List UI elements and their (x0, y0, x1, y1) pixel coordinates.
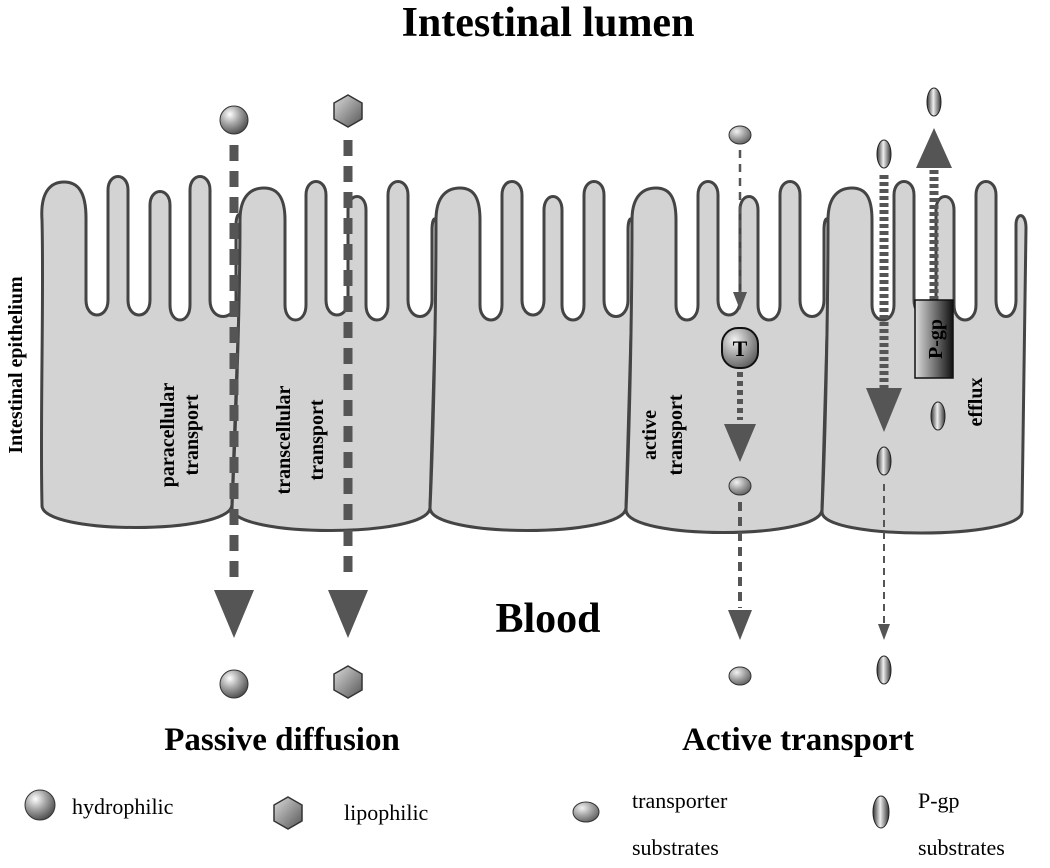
pgp-entry-arrowhead (866, 388, 902, 432)
transporter-substrate-cell (728, 476, 752, 496)
legend: hydrophilic lipophilic transporter subst… (24, 788, 1005, 860)
hydrophilic-molecule-lumen (219, 105, 249, 135)
active-transport-pathway: T (721, 125, 759, 686)
epithelial-cells (39, 175, 1028, 535)
transcellular-pathway (328, 94, 368, 699)
paracellular-pathway (214, 105, 254, 699)
passive-diffusion-heading: Passive diffusion (164, 722, 400, 758)
paracellular-label-line1: paracellular (157, 383, 179, 488)
epithelial-cell-3 (428, 180, 636, 532)
efflux-label: efflux (965, 378, 987, 427)
active-exit-arrowhead (728, 610, 752, 640)
pgp-substrate-lumen (876, 139, 892, 169)
legend-lipophilic-symbol (273, 796, 303, 830)
transporter-substrate-lumen (728, 125, 752, 145)
epithelial-cell-2 (230, 180, 440, 532)
legend-transporter-symbol (572, 801, 600, 823)
legend-hydrophilic-label: hydrophilic (72, 794, 174, 819)
transporter-substrate-blood (728, 666, 752, 686)
active-entry-arrowhead (733, 292, 747, 310)
legend-pgp-label-line2: substrates (918, 835, 1005, 860)
pgp-exit-arrowhead (878, 624, 890, 640)
title: Intestinal lumen (402, 0, 695, 46)
paracellular-label-line2: transport (181, 394, 203, 475)
epithelium-label: Intestinal epithelium (5, 276, 27, 454)
lipophilic-molecule-lumen (333, 94, 363, 128)
lipophilic-molecule-blood (333, 665, 363, 699)
pgp-label: P-gp (925, 319, 947, 359)
transporter-label: T (733, 336, 748, 361)
pgp-substrate-cell (876, 446, 892, 476)
pgp-substrate-effluxed (926, 87, 942, 117)
active-cell-arrowhead (724, 424, 756, 462)
pgp-substrate-blood (876, 655, 892, 685)
paracellular-arrowhead (214, 590, 254, 638)
legend-pgp-label-line1: P-gp (918, 788, 960, 813)
transcellular-label-line2: transport (306, 399, 328, 480)
legend-pgp-symbol (872, 795, 890, 829)
legend-transporter-label-line2: substrates (632, 835, 719, 860)
blood-label: Blood (495, 596, 600, 642)
epithelial-cell-1 (39, 175, 244, 529)
active-transport-heading: Active transport (682, 722, 914, 758)
active-label-line2: transport (665, 394, 687, 475)
pgp-substrate-bound (930, 401, 946, 431)
efflux-arrowhead (916, 128, 952, 168)
pgp-transporter (914, 299, 954, 379)
legend-hydrophilic-symbol (24, 789, 56, 821)
hydrophilic-molecule-blood (219, 669, 249, 699)
transporter-protein (721, 327, 759, 369)
transcellular-arrowhead (328, 590, 368, 638)
legend-lipophilic-label: lipophilic (344, 800, 429, 825)
legend-transporter-label-line1: transporter (632, 788, 728, 813)
pgp-efflux-pathway: P-gp (866, 87, 954, 685)
active-label-line1: active (639, 410, 661, 460)
transcellular-label-line1: transcellular (273, 385, 295, 494)
